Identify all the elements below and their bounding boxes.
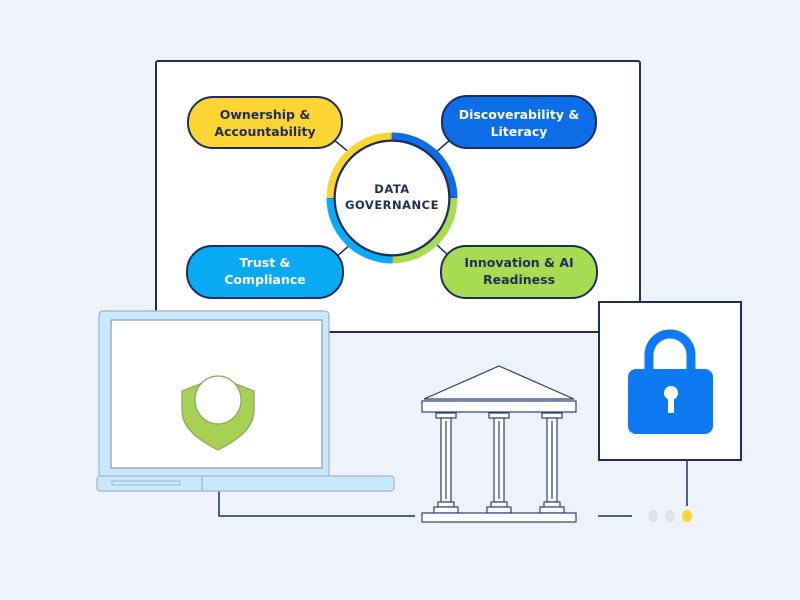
pillar-label-line1: Discoverability &: [459, 107, 580, 122]
pillar-label-line2: Compliance: [224, 272, 306, 287]
pillar-label-line2: Literacy: [491, 124, 548, 139]
dot-inactive: [665, 510, 675, 522]
pillar-ownership: Ownership & Accountability: [187, 96, 343, 149]
padlock-card: [598, 301, 742, 461]
dot-active: [682, 510, 692, 522]
shield-icon: [181, 375, 255, 451]
center-label-line1: DATA: [374, 182, 409, 196]
pillar-label-line1: Ownership &: [220, 107, 311, 122]
pillar-label-line1: Trust &: [240, 255, 291, 270]
progress-dots: [648, 510, 692, 522]
pillar-discoverability: Discoverability & Literacy: [441, 95, 597, 149]
connector-lines: [218, 460, 688, 517]
pillar-label-line2: Readiness: [483, 272, 555, 287]
pillar-trust: Trust & Compliance: [186, 245, 344, 299]
pillar-innovation: Innovation & AI Readiness: [440, 245, 598, 299]
pillar-label-line1: Innovation & AI: [464, 255, 573, 270]
governance-board: DATA GOVERNANCE Ownership & Accountabili…: [155, 60, 641, 333]
center-label-line2: GOVERNANCE: [345, 198, 439, 212]
governance-ring: DATA GOVERNANCE: [326, 132, 458, 264]
bank-building-icon: [421, 365, 577, 523]
pillar-label-line2: Accountability: [214, 124, 315, 139]
padlock-icon: [628, 329, 713, 434]
laptop-icon: [96, 310, 395, 492]
dot-inactive: [648, 510, 658, 522]
